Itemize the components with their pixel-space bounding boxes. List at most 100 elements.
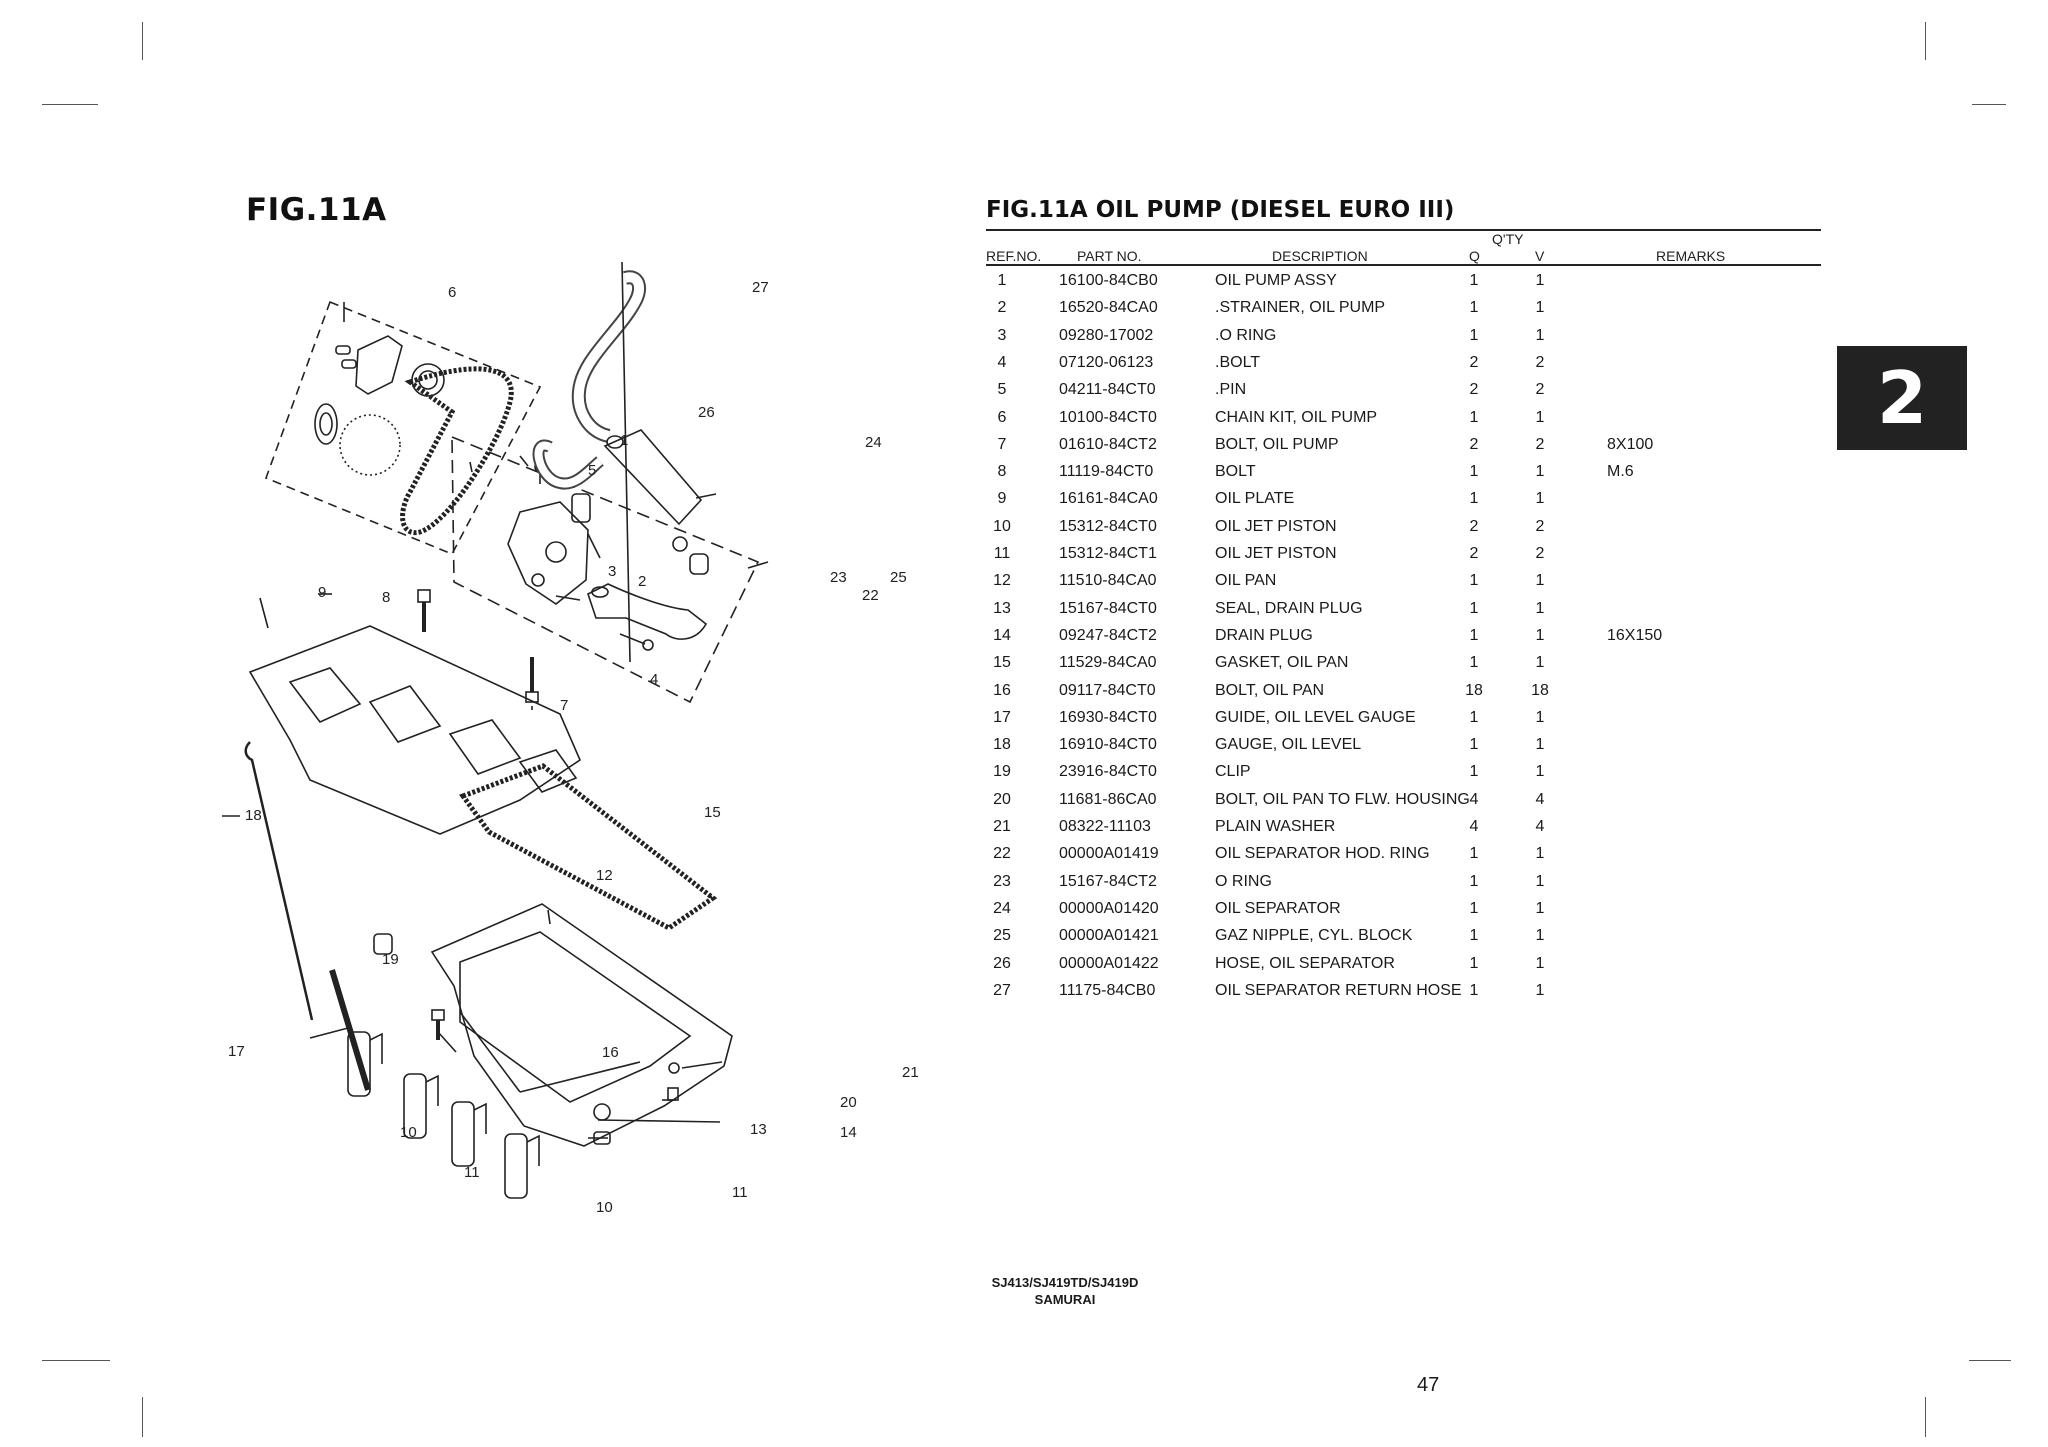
qty-v-cell: 1 bbox=[1535, 599, 1545, 617]
part-no-cell: 00000A01419 bbox=[1059, 845, 1159, 863]
qty-q-cell: 1 bbox=[1469, 463, 1479, 481]
part-no-cell: 15312-84CT0 bbox=[1059, 517, 1157, 535]
exploded-parts-diagram: 6 27 26 1 24 5 3 2 23 25 22 9 8 4 7 15 1… bbox=[222, 262, 919, 1216]
o-ring bbox=[672, 536, 688, 552]
callout-23: 23 bbox=[830, 569, 847, 586]
qty-v-cell: 2 bbox=[1535, 381, 1545, 399]
part-no-cell: 15167-84CT2 bbox=[1059, 872, 1157, 890]
qty-q-cell: 1 bbox=[1469, 708, 1479, 726]
qty-q-cell: 1 bbox=[1469, 927, 1479, 945]
separator-holder-ring bbox=[689, 553, 709, 575]
callout-6: 6 bbox=[448, 284, 456, 301]
model-line-1: SJ413/SJ419TD/SJ419D bbox=[991, 1275, 1139, 1290]
qty-v-cell: 1 bbox=[1535, 954, 1545, 972]
qty-v-cell: 1 bbox=[1535, 845, 1545, 863]
ref-no-cell: 13 bbox=[993, 599, 1011, 617]
description-cell: GAZ NIPPLE, CYL. BLOCK bbox=[1215, 927, 1413, 945]
part-no-cell: 11681-86CA0 bbox=[1059, 790, 1157, 808]
part-no-cell: 23916-84CT0 bbox=[1059, 763, 1157, 781]
callout-11: 11 bbox=[464, 1164, 480, 1181]
part-no-cell: 16910-84CT0 bbox=[1059, 736, 1157, 754]
part-no-cell: 11510-84CA0 bbox=[1059, 572, 1157, 590]
ref-no-cell: 12 bbox=[993, 572, 1011, 590]
table-top-rule bbox=[986, 229, 1821, 231]
description-cell: BOLT, OIL PUMP bbox=[1215, 435, 1339, 453]
model-line-2: SAMURAI bbox=[1034, 1292, 1096, 1307]
callout-25: 25 bbox=[890, 569, 907, 586]
part-no-cell: 00000A01422 bbox=[1059, 954, 1159, 972]
qty-q-cell: 1 bbox=[1469, 626, 1479, 644]
description-cell: CHAIN KIT, OIL PUMP bbox=[1215, 408, 1378, 426]
description-cell: GASKET, OIL PAN bbox=[1215, 654, 1349, 672]
oil-jet-piston bbox=[347, 1031, 371, 1097]
part-no-cell: 15312-84CT1 bbox=[1059, 545, 1157, 562]
description-cell: .STRAINER, OIL PUMP bbox=[1215, 299, 1386, 317]
qty-v-cell: 4 bbox=[1535, 818, 1545, 835]
ref-no-cell: 10 bbox=[993, 517, 1011, 535]
description-cell: OIL PLATE bbox=[1215, 490, 1295, 508]
qty-v-cell: 1 bbox=[1535, 299, 1545, 317]
qty-q-cell: 1 bbox=[1469, 872, 1479, 890]
header-description: DESCRIPTION bbox=[1272, 248, 1368, 264]
description-cell: GAUGE, OIL LEVEL bbox=[1215, 736, 1362, 754]
remarks-cell: 8X100 bbox=[1607, 435, 1654, 453]
figure-label: FIG.11A bbox=[246, 192, 387, 228]
crop-mark bbox=[42, 1360, 110, 1361]
crop-mark bbox=[142, 22, 143, 60]
ref-no-cell: 25 bbox=[993, 927, 1011, 945]
callout-7: 7 bbox=[560, 697, 568, 714]
ref-no-cell: 8 bbox=[997, 463, 1007, 481]
description-cell: .O RING bbox=[1215, 326, 1277, 344]
gaz-nipple bbox=[571, 493, 591, 523]
callout-5: 5 bbox=[588, 462, 596, 479]
model-designation: SJ413/SJ419TD/SJ419D SAMURAI bbox=[990, 1274, 1140, 1308]
oil-pan bbox=[430, 903, 733, 1147]
qty-v-cell: 1 bbox=[1535, 927, 1545, 945]
qty-v-cell: 1 bbox=[1535, 326, 1545, 344]
description-cell: .BOLT bbox=[1215, 353, 1261, 371]
crop-mark bbox=[1972, 104, 2006, 105]
ref-no-cell: 6 bbox=[997, 408, 1007, 426]
remarks-cell: 16X150 bbox=[1607, 626, 1663, 644]
ref-no-cell: 2 bbox=[997, 299, 1007, 317]
qty-v-cell: 1 bbox=[1535, 626, 1545, 644]
page-number: 47 bbox=[1417, 1374, 1440, 1396]
callout-labels: 6 27 26 1 24 5 3 2 23 25 22 9 8 4 7 15 1… bbox=[228, 279, 919, 1216]
part-no-cell: 16100-84CB0 bbox=[1059, 272, 1158, 289]
callout-3: 3 bbox=[608, 563, 616, 580]
section-title: FIG.11A OIL PUMP (DIESEL EURO III) bbox=[986, 197, 1455, 223]
description-cell: SEAL, DRAIN PLUG bbox=[1215, 599, 1363, 617]
part-no-cell: 07120-06123 bbox=[1059, 353, 1154, 371]
part-no-cell: 04211-84CT0 bbox=[1059, 381, 1156, 399]
callout-2: 2 bbox=[638, 573, 646, 590]
description-cell: CLIP bbox=[1215, 763, 1251, 781]
qty-v-cell: 1 bbox=[1535, 736, 1545, 754]
callout-8: 8 bbox=[382, 589, 390, 606]
qty-q-cell: 4 bbox=[1469, 818, 1479, 835]
oil-jet-piston bbox=[451, 1101, 475, 1167]
crop-mark bbox=[1925, 22, 1926, 60]
callout-18: 18 bbox=[245, 807, 262, 824]
ref-no-cell: 19 bbox=[993, 763, 1011, 781]
tensioner bbox=[355, 335, 403, 395]
callout-17: 17 bbox=[228, 1043, 245, 1060]
crop-mark bbox=[1969, 1360, 2011, 1361]
oil-jet-piston bbox=[504, 1133, 528, 1199]
chain-kit-outline bbox=[264, 300, 542, 556]
description-cell: BOLT bbox=[1215, 463, 1256, 481]
qty-v-cell: 1 bbox=[1535, 408, 1545, 426]
qty-v-cell: 2 bbox=[1535, 353, 1545, 371]
qty-q-cell: 2 bbox=[1469, 545, 1479, 562]
drain-plug-seal bbox=[593, 1103, 611, 1121]
section-tab: 2 bbox=[1837, 346, 1967, 450]
